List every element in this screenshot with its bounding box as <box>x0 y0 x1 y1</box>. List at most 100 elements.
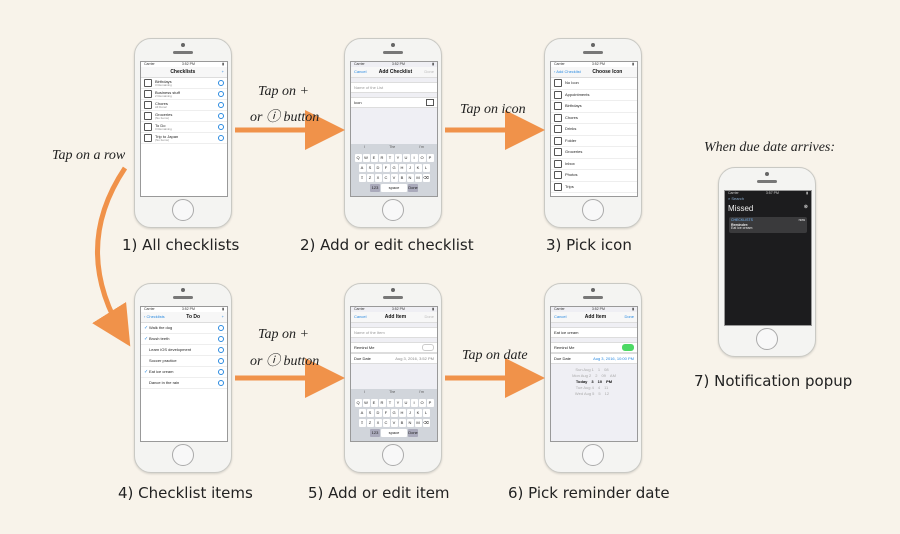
key-f[interactable]: F <box>382 409 390 417</box>
info-icon[interactable] <box>218 369 224 375</box>
icon-list-item[interactable]: Inbox <box>551 159 637 170</box>
key-n[interactable]: N <box>406 419 414 427</box>
suggestion[interactable]: I <box>364 390 366 394</box>
key-m[interactable]: M <box>414 419 422 427</box>
home-button[interactable] <box>172 199 194 221</box>
icon-list-item[interactable]: Folder <box>551 136 637 147</box>
key-h[interactable]: H <box>398 164 406 172</box>
done-button[interactable]: Done <box>624 314 634 319</box>
info-icon[interactable] <box>218 135 224 141</box>
key-j[interactable]: J <box>406 409 414 417</box>
key-e[interactable]: E <box>370 154 378 162</box>
search-field[interactable]: ⌕ Search <box>728 196 745 201</box>
icon-row[interactable]: Icon <box>351 97 437 108</box>
done-key[interactable]: Done <box>408 184 418 192</box>
done-button[interactable]: Done <box>424 314 434 319</box>
back-button[interactable]: ‹ Add Checklist <box>554 69 581 74</box>
key-x[interactable]: X <box>374 419 382 427</box>
home-button[interactable] <box>172 444 194 466</box>
suggestion[interactable]: The <box>389 390 396 394</box>
key-k[interactable]: K <box>414 164 422 172</box>
key-e[interactable]: E <box>370 399 378 407</box>
shift-key[interactable]: ⇧ <box>358 174 366 182</box>
key-j[interactable]: J <box>406 164 414 172</box>
key-c[interactable]: C <box>382 419 390 427</box>
close-icon[interactable]: ⊗ <box>803 204 808 210</box>
icon-list-item[interactable]: Chores <box>551 113 637 124</box>
back-button[interactable]: ‹ Checklists <box>144 314 165 319</box>
key-g[interactable]: G <box>390 409 398 417</box>
item-name-field[interactable]: Eat ice cream <box>551 327 637 338</box>
space-key[interactable]: space <box>381 429 407 437</box>
cancel-button[interactable]: Cancel <box>354 314 367 319</box>
key-b[interactable]: B <box>398 419 406 427</box>
key-n[interactable]: N <box>406 174 414 182</box>
key-y[interactable]: Y <box>394 399 402 407</box>
key-p[interactable]: P <box>426 154 434 162</box>
key-u[interactable]: U <box>402 399 410 407</box>
key-x[interactable]: X <box>374 174 382 182</box>
table-row[interactable]: Learn iOS development <box>141 345 227 356</box>
icon-list-item[interactable]: Groceries <box>551 147 637 159</box>
key-i[interactable]: I <box>410 154 418 162</box>
icon-list-item[interactable]: Appointments <box>551 90 637 101</box>
cancel-button[interactable]: Cancel <box>354 69 367 74</box>
suggestion[interactable]: The <box>389 145 396 149</box>
space-key[interactable]: space <box>381 184 407 192</box>
info-icon[interactable] <box>218 113 224 119</box>
backspace-key[interactable]: ⌫ <box>422 419 430 427</box>
numbers-key[interactable]: 123 <box>370 429 380 437</box>
add-button[interactable]: + <box>221 69 224 74</box>
info-icon[interactable] <box>218 325 224 331</box>
key-z[interactable]: Z <box>366 419 374 427</box>
backspace-key[interactable]: ⌫ <box>422 174 430 182</box>
key-r[interactable]: R <box>378 399 386 407</box>
key-s[interactable]: S <box>366 409 374 417</box>
home-button[interactable] <box>382 199 404 221</box>
info-icon[interactable] <box>218 124 224 130</box>
list-item[interactable]: Groceries(No Items) <box>141 111 227 122</box>
key-t[interactable]: T <box>386 399 394 407</box>
remind-toggle[interactable] <box>622 344 634 351</box>
key-q[interactable]: Q <box>354 154 362 162</box>
key-y[interactable]: Y <box>394 154 402 162</box>
icon-list-item[interactable]: No Icon <box>551 78 637 90</box>
due-date-row[interactable]: Due Date Aug 3, 2016, 10:00 PM <box>551 353 637 364</box>
due-date-row[interactable]: Due Date Aug 3, 2016, 3:52 PM <box>351 353 437 364</box>
key-l[interactable]: L <box>422 409 430 417</box>
info-icon[interactable] <box>218 102 224 108</box>
key-c[interactable]: C <box>382 174 390 182</box>
key-w[interactable]: W <box>362 399 370 407</box>
key-g[interactable]: G <box>390 164 398 172</box>
home-button[interactable] <box>582 199 604 221</box>
key-d[interactable]: D <box>374 409 382 417</box>
suggestion[interactable]: I'm <box>419 145 424 149</box>
key-a[interactable]: A <box>358 409 366 417</box>
key-p[interactable]: P <box>426 399 434 407</box>
key-k[interactable]: K <box>414 409 422 417</box>
key-w[interactable]: W <box>362 154 370 162</box>
info-icon[interactable] <box>218 380 224 386</box>
icon-list-item[interactable]: Photos <box>551 170 637 182</box>
done-key[interactable]: Done <box>408 429 418 437</box>
add-button[interactable]: + <box>221 314 224 319</box>
key-z[interactable]: Z <box>366 174 374 182</box>
info-icon[interactable] <box>218 358 224 364</box>
key-m[interactable]: M <box>414 174 422 182</box>
key-d[interactable]: D <box>374 164 382 172</box>
key-f[interactable]: F <box>382 164 390 172</box>
key-o[interactable]: O <box>418 154 426 162</box>
icon-list-item[interactable]: Birthdays <box>551 101 637 113</box>
info-icon[interactable] <box>218 91 224 97</box>
key-u[interactable]: U <box>402 154 410 162</box>
key-r[interactable]: R <box>378 154 386 162</box>
key-q[interactable]: Q <box>354 399 362 407</box>
list-item[interactable]: Trip to Japan(No Items) <box>141 133 227 144</box>
key-a[interactable]: A <box>358 164 366 172</box>
key-i[interactable]: I <box>410 399 418 407</box>
info-icon[interactable] <box>218 80 224 86</box>
